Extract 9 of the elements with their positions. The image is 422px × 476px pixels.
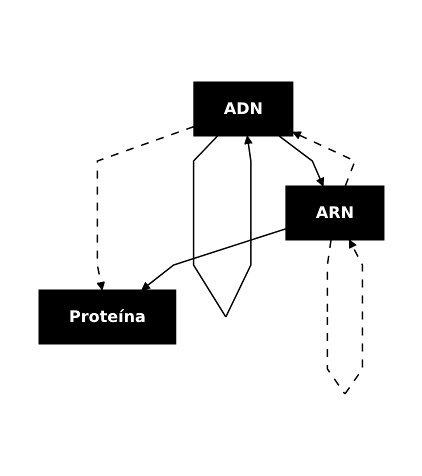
arrow (326, 240, 363, 394)
arrow (292, 131, 356, 186)
node-box: ADN (192, 81, 293, 136)
arrow (192, 135, 252, 318)
arrow (278, 135, 324, 186)
node-box: ARN (284, 185, 384, 240)
arrow (140, 228, 286, 290)
arrow (96, 126, 194, 290)
node-box: Proteína (38, 289, 176, 344)
